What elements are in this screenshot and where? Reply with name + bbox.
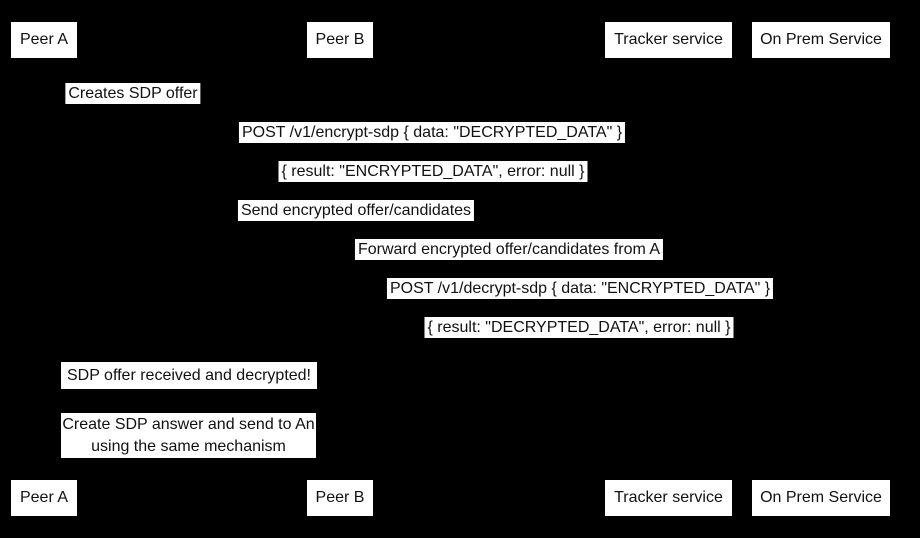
actor-box-peer-a-bottom: Peer A — [11, 480, 77, 516]
actor-box-tracker-service-bottom: Tracker service — [605, 480, 732, 516]
note-sdp-offer-received: SDP offer received and decrypted! — [61, 362, 317, 389]
message-post-encrypt-sdp: POST /v1/encrypt-sdp { data: "DECRYPTED_… — [238, 122, 626, 143]
actor-box-peer-b-bottom: Peer B — [307, 480, 373, 516]
actor-box-peer-a-top: Peer A — [11, 22, 77, 58]
actor-box-peer-b-top: Peer B — [307, 22, 373, 58]
message-post-decrypt-sdp: POST /v1/decrypt-sdp { data: "ENCRYPTED_… — [386, 278, 774, 299]
note-line-2: using the same mechanism — [91, 438, 286, 455]
message-creates-sdp-offer: Creates SDP offer — [65, 83, 201, 104]
actor-box-on-prem-service-bottom: On Prem Service — [752, 480, 890, 516]
message-encrypt-result: { result: "ENCRYPTED_DATA", error: null … — [278, 161, 588, 182]
message-decrypt-result: { result: "DECRYPTED_DATA", error: null … — [424, 317, 734, 338]
actor-box-tracker-service-top: Tracker service — [605, 22, 732, 58]
note-create-sdp-answer: Create SDP answer and send to An using t… — [61, 413, 316, 458]
message-send-encrypted-offer: Send encrypted offer/candidates — [237, 200, 475, 221]
note-line-1: Create SDP answer and send to An — [62, 416, 315, 433]
actor-box-on-prem-service-top: On Prem Service — [752, 22, 890, 58]
message-forward-encrypted-offer: Forward encrypted offer/candidates from … — [354, 239, 664, 260]
